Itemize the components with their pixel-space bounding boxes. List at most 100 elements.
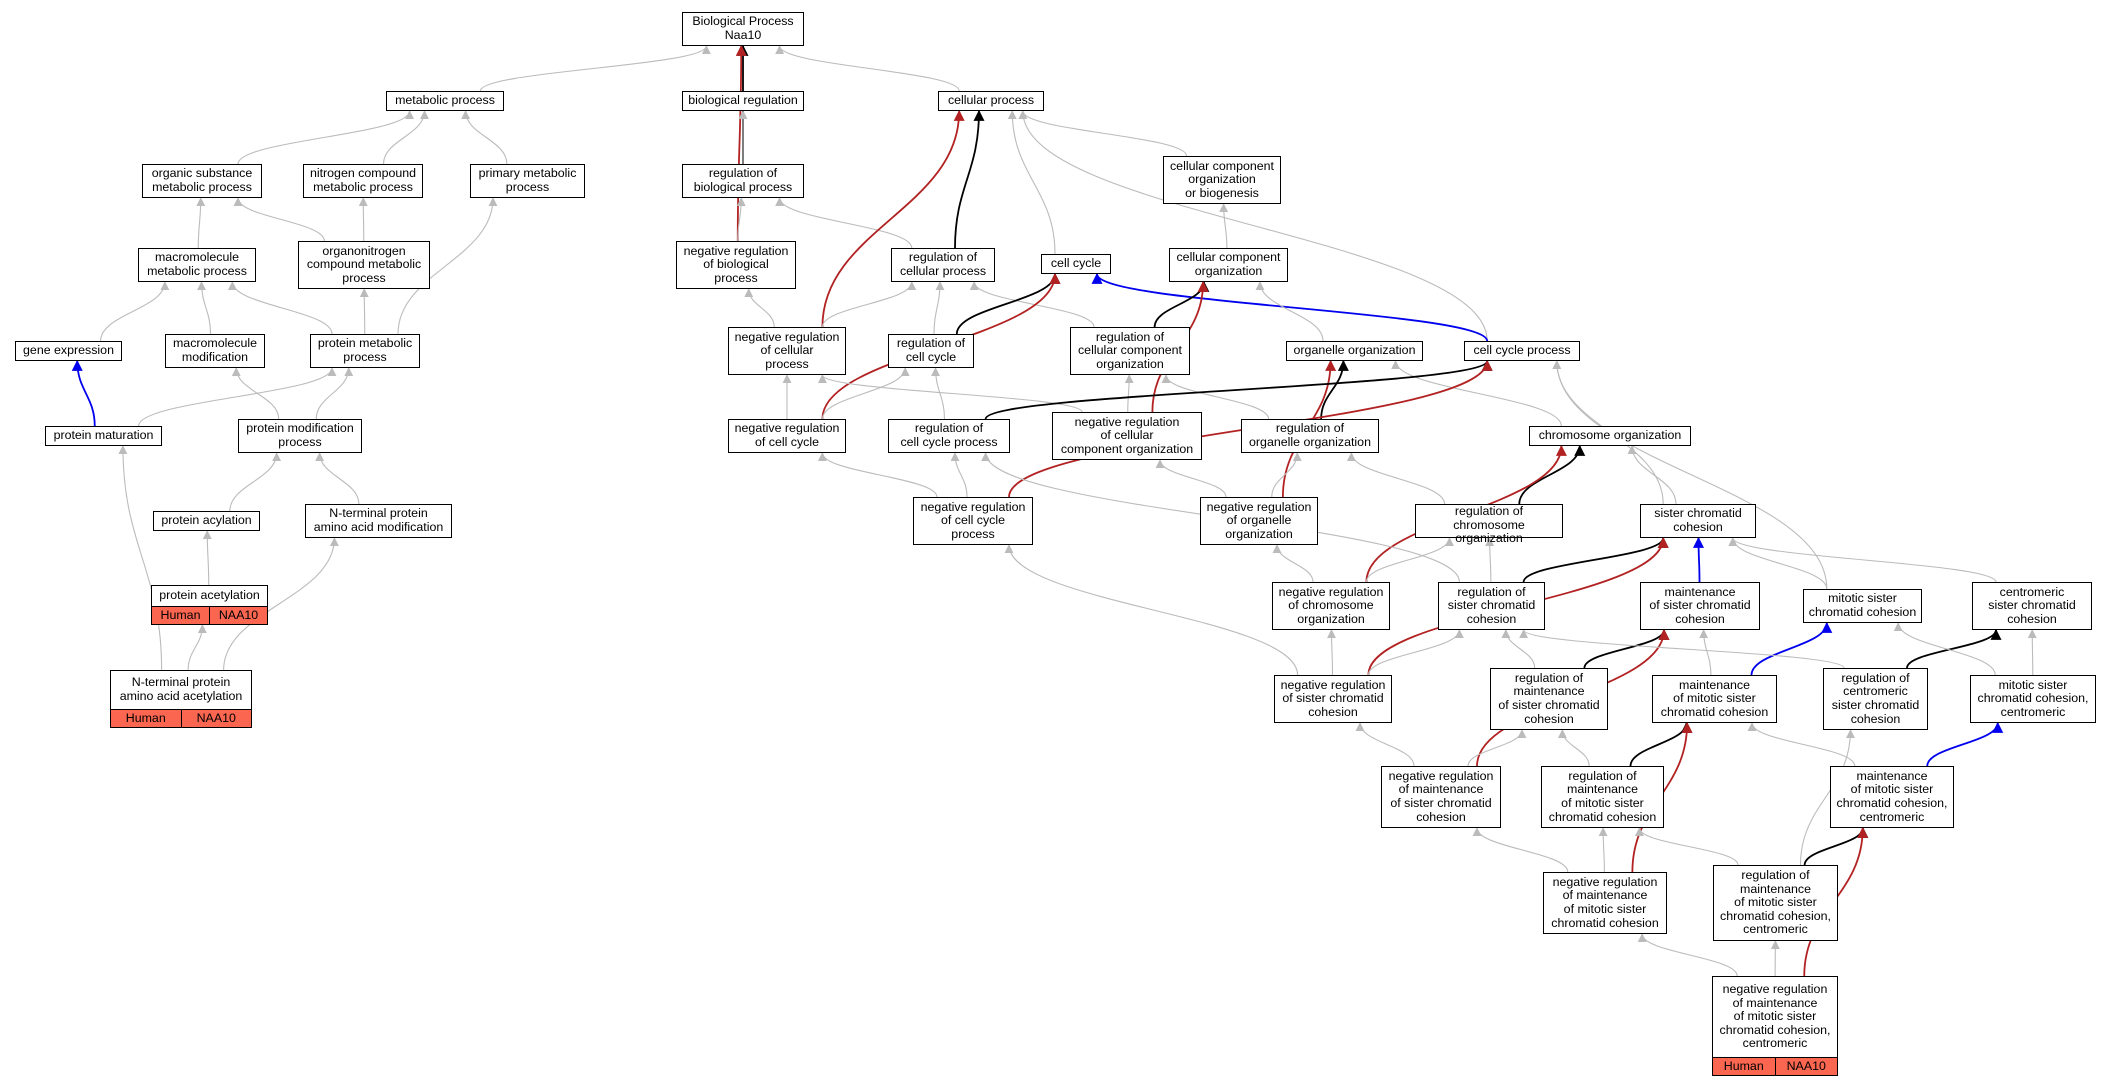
- edge-is-a: [1367, 629, 1464, 676]
- edge-is-a: [1365, 537, 1454, 583]
- go-term-cell-cycle[interactable]: cell cycle: [1041, 254, 1111, 274]
- go-term-regulation-of-biological-process[interactable]: regulation of biological process: [682, 164, 804, 198]
- go-term-regulation-of-maintenance-of-mitotic-sister-chromatid-cohesion[interactable]: regulation of maintenance of mitotic sis…: [1541, 766, 1664, 828]
- edge-is-a: [382, 110, 429, 165]
- edge-is-a: [1467, 729, 1527, 767]
- go-term-regulation-of-chromosome-organization[interactable]: regulation of chromosome organization: [1415, 504, 1563, 545]
- go-term-maintenance-of-mitotic-sister-chromatid-cohesion-centromeric[interactable]: maintenance of mitotic sister chromatid …: [1830, 766, 1954, 828]
- edge-part-of: [1091, 272, 1489, 342]
- go-term-label: negative regulation of cellular process: [734, 329, 840, 371]
- go-term-label: maintenance of mitotic sister chromatid …: [1836, 768, 1948, 824]
- go-term-cellular-component-organization-or-biogenesis[interactable]: cellular component organization or bioge…: [1163, 156, 1281, 204]
- edge-is-a: [1634, 827, 1739, 866]
- go-term-label: metabolic process: [395, 93, 495, 108]
- go-term-protein-metabolic-process[interactable]: protein metabolic process: [310, 334, 420, 368]
- go-term-biological-regulation[interactable]: biological regulation: [682, 91, 804, 111]
- edge-is-a: [1161, 374, 1270, 420]
- go-term-n-terminal-protein-amino-acid-acetylation[interactable]: N-terminal protein amino acid acetylatio…: [110, 670, 252, 728]
- go-term-regulation-of-cellular-process[interactable]: regulation of cellular process: [891, 248, 995, 282]
- go-term-mitotic-sister-chromatid-cohesion[interactable]: mitotic sister chromatid cohesion: [1803, 589, 1922, 623]
- go-term-label: protein acylation: [161, 513, 252, 528]
- go-term-negative-regulation-of-cell-cycle[interactable]: negative regulation of cell cycle: [728, 419, 846, 453]
- annotation-gene: NAA10: [180, 710, 252, 727]
- go-term-negative-regulation-of-organelle-organization[interactable]: negative regulation of organelle organiz…: [1200, 497, 1318, 545]
- go-term-n-terminal-protein-amino-acid-modification[interactable]: N-terminal protein amino acid modificati…: [305, 504, 452, 538]
- go-term-regulation-of-cell-cycle-process[interactable]: regulation of cell cycle process: [888, 419, 1010, 453]
- go-term-chromosome-organization[interactable]: chromosome organization: [1529, 426, 1691, 446]
- go-term-label: chromosome organization: [1538, 428, 1682, 443]
- go-term-cellular-process[interactable]: cellular process: [938, 91, 1044, 111]
- go-term-organonitrogen-compound-metabolic-process[interactable]: organonitrogen compound metabolic proces…: [298, 241, 430, 289]
- go-term-negative-regulation-of-cellular-component-organization[interactable]: negative regulation of cellular componen…: [1052, 412, 1202, 460]
- go-term-mitotic-sister-chromatid-cohesion-centromeric[interactable]: mitotic sister chromatid cohesion, centr…: [1970, 675, 2096, 723]
- go-term-protein-modification-process[interactable]: protein modification process: [238, 419, 362, 453]
- edge-is-a: [1007, 110, 1056, 255]
- annotation-row: Human NAA10: [111, 709, 251, 727]
- go-term-label: N-terminal protein amino acid acetylatio…: [119, 675, 243, 703]
- edge-is-a: [2027, 629, 2037, 676]
- edge-is-a: [315, 452, 360, 505]
- go-term-negative-regulation-of-maintenance-of-mitotic-sister-chromatid-cohesion-centromeric[interactable]: negative regulation of maintenance of mi…: [1712, 976, 1838, 1076]
- annotation-species: Human: [125, 710, 166, 725]
- go-term-nitrogen-compound-metabolic-process[interactable]: nitrogen compound metabolic process: [303, 164, 423, 198]
- edge-is-a: [1219, 203, 1229, 249]
- go-term-maintenance-of-mitotic-sister-chromatid-cohesion[interactable]: maintenance of mitotic sister chromatid …: [1652, 675, 1777, 723]
- go-term-label: regulation of cell cycle: [896, 336, 966, 364]
- go-term-protein-acylation[interactable]: protein acylation: [153, 511, 260, 531]
- go-term-protein-maturation[interactable]: protein maturation: [45, 426, 162, 446]
- go-term-negative-regulation-of-cell-cycle-process[interactable]: negative regulation of cell cycle proces…: [913, 497, 1033, 545]
- edge-is-a: [1272, 544, 1314, 583]
- edge-regulates: [984, 359, 1493, 420]
- go-term-label: gene expression: [23, 343, 114, 358]
- go-term-centromeric-sister-chromatid-cohesion[interactable]: centromeric sister chromatid cohesion: [1972, 582, 2092, 630]
- go-term-label: negative regulation of maintenance of si…: [1388, 768, 1494, 824]
- go-term-label: organic substance metabolic process: [151, 166, 253, 194]
- go-term-negative-regulation-of-maintenance-of-sister-chromatid-cohesion[interactable]: negative regulation of maintenance of si…: [1381, 766, 1501, 828]
- go-term-regulation-of-sister-chromatid-cohesion[interactable]: regulation of sister chromatid cohesion: [1438, 582, 1545, 630]
- go-term-maintenance-of-sister-chromatid-cohesion[interactable]: maintenance of sister chromatid cohesion: [1640, 582, 1760, 630]
- edge-is-a: [817, 452, 938, 498]
- go-term-regulation-of-centromeric-sister-chromatid-cohesion[interactable]: regulation of centromeric sister chromat…: [1823, 668, 1928, 730]
- go-term-label: regulation of maintenance of mitotic sis…: [1720, 868, 1831, 937]
- edge-is-a: [736, 197, 746, 242]
- edge-is-a: [229, 452, 282, 512]
- go-term-primary-metabolic-process[interactable]: primary metabolic process: [470, 164, 585, 198]
- go-term-label: organelle organization: [1293, 343, 1416, 358]
- edge-is-a: [237, 110, 415, 165]
- go-term-regulation-of-maintenance-of-mitotic-sister-chromatid-cohesion-centromeric[interactable]: regulation of maintenance of mitotic sis…: [1713, 865, 1838, 941]
- go-term-negative-regulation-of-cellular-process[interactable]: negative regulation of cellular process: [728, 327, 846, 375]
- go-term-regulation-of-organelle-organization[interactable]: regulation of organelle organization: [1241, 419, 1379, 453]
- edge-is-a: [744, 288, 775, 328]
- go-term-metabolic-process[interactable]: metabolic process: [386, 91, 504, 111]
- go-term-organic-substance-metabolic-process[interactable]: organic substance metabolic process: [142, 164, 262, 198]
- go-term-negative-regulation-of-sister-chromatid-cohesion[interactable]: negative regulation of sister chromatid …: [1274, 675, 1392, 723]
- go-term-gene-expression[interactable]: gene expression: [15, 341, 122, 361]
- go-term-cell-cycle-process[interactable]: cell cycle process: [1464, 341, 1580, 361]
- go-term-regulation-of-cellular-component-organization[interactable]: regulation of cellular component organiz…: [1070, 327, 1190, 375]
- edge-is-a: [1472, 827, 1569, 873]
- edge-is-a: [1699, 629, 1712, 676]
- edge-is-a: [933, 281, 945, 335]
- go-term-label: regulation of organelle organization: [1249, 421, 1371, 449]
- go-term-label: negative regulation of chromosome organi…: [1278, 584, 1384, 626]
- go-term-sister-chromatid-cohesion[interactable]: sister chromatid cohesion: [1640, 504, 1756, 538]
- go-term-biological-process-naa10[interactable]: Biological Process Naa10: [682, 12, 804, 46]
- go-term-label: regulation of cellular process: [899, 250, 987, 278]
- go-term-regulation-of-maintenance-of-sister-chromatid-cohesion[interactable]: regulation of maintenance of sister chro…: [1490, 668, 1608, 730]
- go-term-macromolecule-modification[interactable]: macromolecule modification: [165, 334, 265, 368]
- edge-regulates: [1906, 628, 2002, 669]
- go-term-negative-regulation-of-maintenance-of-mitotic-sister-chromatid-cohesion[interactable]: negative regulation of maintenance of mi…: [1543, 872, 1667, 934]
- edge-is-a: [1355, 722, 1415, 767]
- go-term-negative-regulation-of-biological-process[interactable]: negative regulation of biological proces…: [676, 241, 796, 289]
- go-term-label: cellular component organization or bioge…: [1169, 158, 1274, 200]
- annotation-gene: NAA10: [1774, 1058, 1838, 1075]
- go-term-macromolecule-metabolic-process[interactable]: macromolecule metabolic process: [138, 248, 256, 282]
- go-term-negative-regulation-of-chromosome-organization[interactable]: negative regulation of chromosome organi…: [1272, 582, 1390, 630]
- go-term-regulation-of-cell-cycle[interactable]: regulation of cell cycle: [888, 334, 974, 368]
- edge-regulates: [954, 109, 985, 249]
- go-term-organelle-organization[interactable]: organelle organization: [1286, 341, 1423, 361]
- go-term-cellular-component-organization[interactable]: cellular component organization: [1169, 248, 1288, 282]
- go-term-label: Biological Process Naa10: [692, 14, 794, 42]
